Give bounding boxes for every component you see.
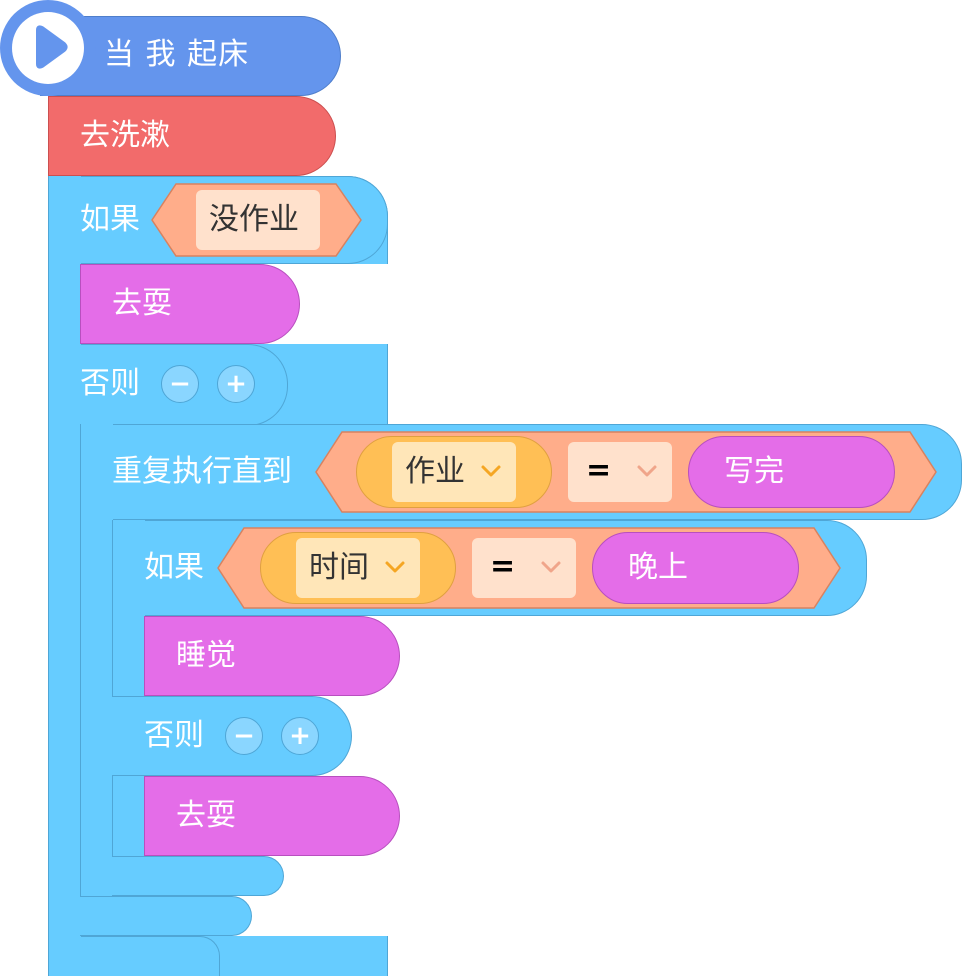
repeat-until-bottom-tab xyxy=(80,896,252,936)
homework-variable-text: 作业 xyxy=(405,454,465,489)
done-value-reporter[interactable] xyxy=(688,436,895,508)
equals-1-text: = xyxy=(586,453,612,488)
repeat-left-rail xyxy=(80,424,113,936)
no-homework-text: 没作业 xyxy=(209,202,299,237)
play-2-label: 去耍 xyxy=(176,798,236,833)
else-outer-label: 否则 xyxy=(80,366,140,401)
play-1-label: 去耍 xyxy=(112,286,172,321)
repeat-until-label: 重复执行直到 xyxy=(112,454,292,489)
equals-2-text: = xyxy=(490,549,516,584)
if-outer-label: 如果 xyxy=(80,202,140,237)
outer-left-rail xyxy=(48,176,81,976)
if-inner-label: 如果 xyxy=(144,550,204,585)
wash-label: 去洗漱 xyxy=(80,118,170,153)
play-block-1[interactable] xyxy=(80,264,300,344)
hat-label: 当 我 起床 xyxy=(104,37,250,72)
evening-value-reporter[interactable] xyxy=(592,532,799,604)
else-inner-label: 否则 xyxy=(144,718,204,753)
evening-value-text: 晚上 xyxy=(628,550,688,585)
no-homework-input[interactable] xyxy=(196,190,320,250)
play-block-2[interactable] xyxy=(144,776,400,856)
if-inner-bottom-tab xyxy=(112,856,284,896)
equals-operator-dropdown-2[interactable] xyxy=(472,538,576,598)
time-variable-text: 时间 xyxy=(309,550,369,585)
sleep-block[interactable] xyxy=(144,616,400,696)
else-inner-plus-button[interactable]: + xyxy=(281,717,319,755)
wash-block[interactable] xyxy=(48,96,336,176)
else-outer-minus-button[interactable]: − xyxy=(161,365,199,403)
sleep-label: 睡觉 xyxy=(176,638,236,673)
done-value-text: 写完 xyxy=(724,454,784,489)
else-inner-minus-button[interactable]: − xyxy=(225,717,263,755)
equals-operator-dropdown-1[interactable] xyxy=(568,442,672,502)
else-outer-plus-button[interactable]: + xyxy=(217,365,255,403)
